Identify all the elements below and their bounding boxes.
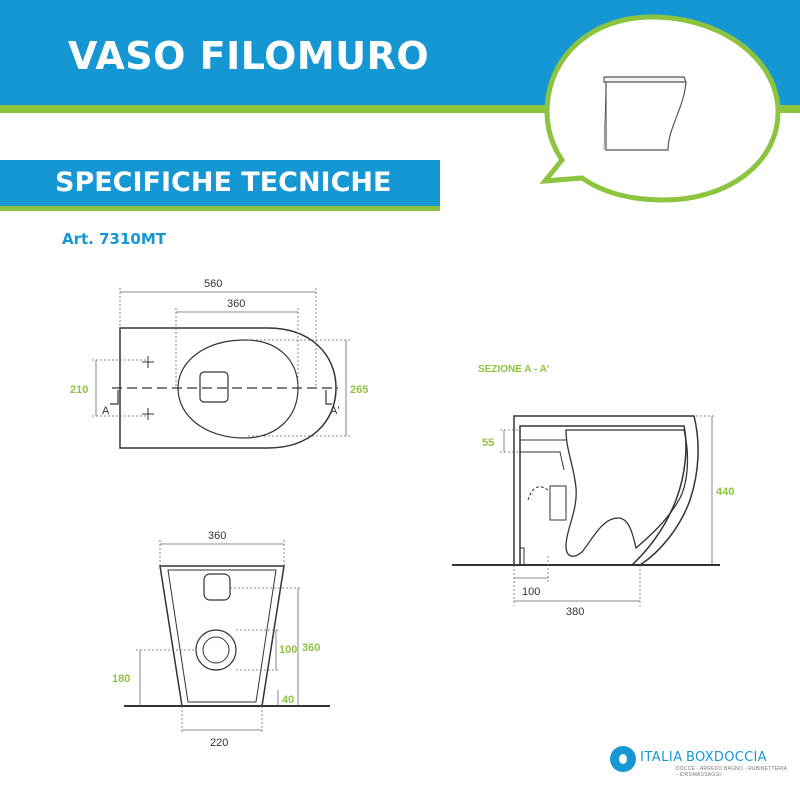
section-bowl [565, 429, 689, 557]
toilet-thumbnail-icon [603, 76, 687, 151]
speech-bubble [539, 14, 781, 203]
section-outer-shell [513, 415, 699, 566]
front-dimensions [136, 540, 302, 734]
top-view-drain [199, 371, 229, 403]
section-markers [110, 390, 332, 405]
product-thumbnail-bubble [539, 14, 781, 203]
specs-accent-stripe [0, 206, 440, 211]
top-view [92, 288, 350, 449]
section-dim-bottom-large: 380 [566, 606, 584, 618]
front-dim-hole: 100 [279, 644, 297, 656]
section-label-a-prime: A' [330, 405, 339, 417]
mount-holes [142, 356, 154, 420]
brand-logo: ITALIA BOXDOCCIA DOCCE - ARREDO BAGNO - … [610, 746, 790, 778]
section-title: SEZIONE A - A' [478, 364, 549, 375]
header-accent-stripe [0, 105, 800, 113]
top-view-outline [119, 327, 337, 449]
section-view [452, 415, 720, 606]
top-dim-width-inner: 360 [227, 298, 245, 310]
logo-tagline: DOCCE - ARREDO BAGNO - RUBINETTERIA - ID… [676, 766, 787, 778]
section-outlet [549, 485, 567, 521]
top-dim-width-total: 560 [204, 278, 222, 290]
front-dim-left: 180 [112, 673, 130, 685]
section-dim-bottom-small: 100 [522, 586, 540, 598]
top-view-dimensions [92, 288, 350, 437]
logo-brand-part1: ITALIA [640, 750, 683, 765]
front-outline [159, 565, 285, 707]
page-title: VASO FILOMURO [68, 34, 430, 78]
front-drain-hole [195, 629, 237, 671]
water-drop-icon [610, 746, 636, 772]
top-dim-left-height: 210 [70, 384, 88, 396]
section-label-a: A [102, 405, 110, 417]
top-view-bowl [177, 339, 299, 439]
top-dim-right-height: 265 [350, 384, 368, 396]
section-inlet [520, 439, 566, 471]
front-dim-width-top: 360 [208, 530, 226, 542]
article-code: Art. 7310MT [62, 230, 167, 248]
front-dim-base: 40 [282, 694, 294, 706]
specs-band [0, 160, 440, 206]
section-dim-height: 440 [716, 486, 734, 498]
section-dimensions [500, 415, 716, 606]
section-dim-left: 55 [482, 437, 494, 449]
front-inner-outline [167, 569, 277, 703]
front-inlet-hole [203, 573, 231, 601]
front-dim-height: 360 [302, 642, 320, 654]
logo-brand-part2: BOXDOCCIA [686, 750, 767, 765]
specs-title: SPECIFICHE TECNICHE [55, 167, 392, 198]
front-view [124, 540, 330, 734]
front-dim-width-bottom: 220 [210, 737, 228, 749]
